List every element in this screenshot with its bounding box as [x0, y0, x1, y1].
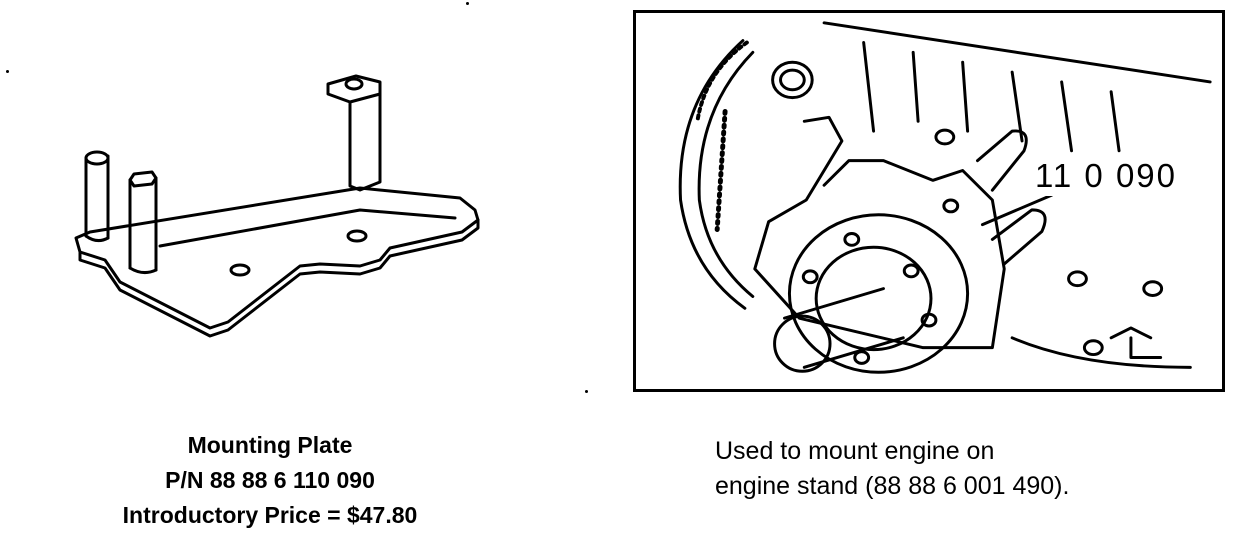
mounting-plate-caption: Mounting Plate P/N 88 88 6 110 090 Intro… — [60, 428, 480, 533]
product-title: Mounting Plate — [187, 432, 353, 458]
part-number: P/N 88 88 6 110 090 — [165, 467, 375, 493]
mounting-plate-illustration — [60, 60, 490, 350]
scan-speck — [6, 70, 9, 73]
usage-description: Used to mount engine on engine stand (88… — [715, 434, 1235, 504]
scan-speck — [585, 390, 588, 393]
scan-speck — [466, 2, 469, 5]
engine-mount-illustration: 11 0 090 — [633, 10, 1225, 392]
mounting-plate-drawing — [74, 74, 480, 338]
usage-line-2: engine stand (88 88 6 001 490). — [715, 472, 1070, 500]
usage-line-1: Used to mount engine on — [715, 437, 995, 465]
engine-mount-drawing — [678, 21, 1212, 374]
part-number-callout: 11 0 090 — [1031, 156, 1182, 196]
introductory-price: Introductory Price = $47.80 — [122, 502, 418, 528]
